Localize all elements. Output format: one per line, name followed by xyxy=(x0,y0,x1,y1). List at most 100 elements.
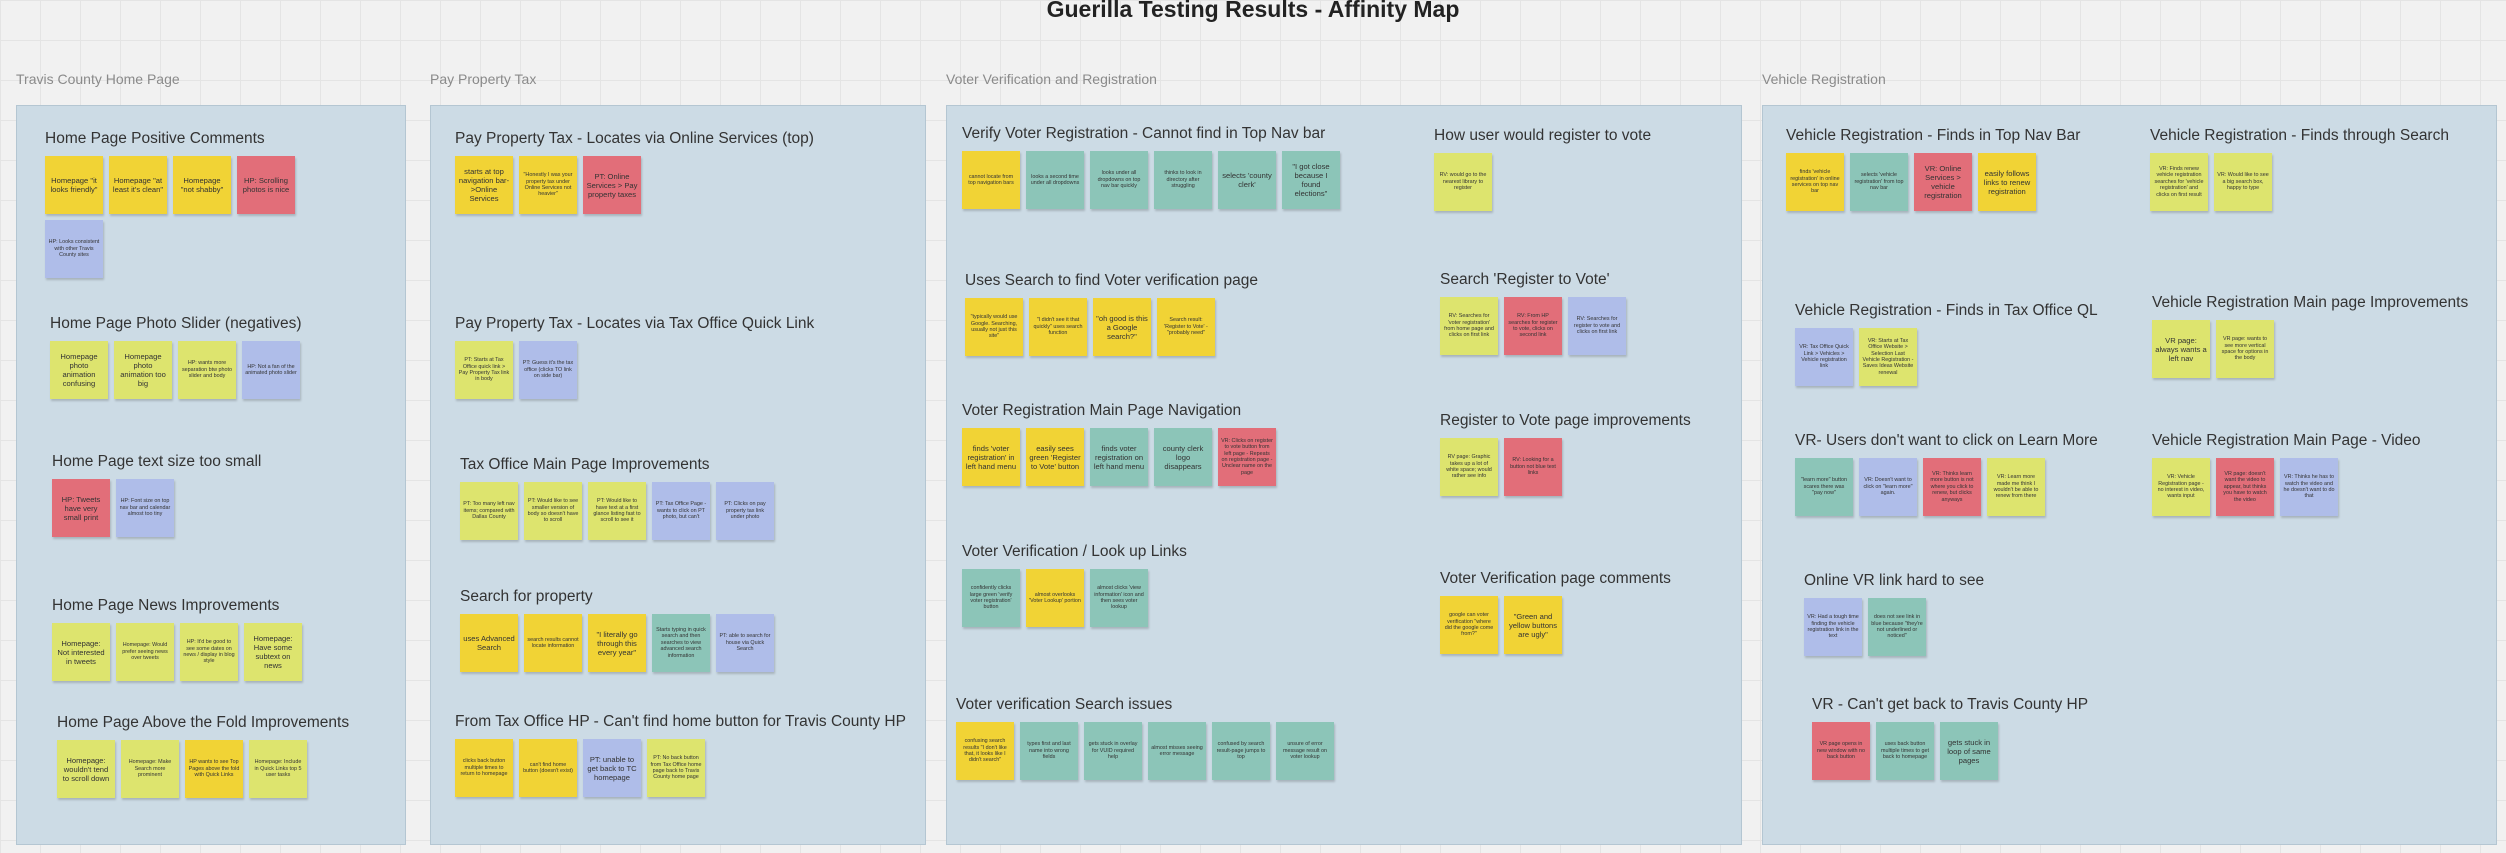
sticky-note[interactable]: Homepage "at least it's clean" xyxy=(109,156,167,214)
sticky-note[interactable]: RV: Looking for a button not blue text l… xyxy=(1504,438,1562,496)
sticky-note[interactable]: VR: Finds renew vehicle registration sea… xyxy=(2150,153,2208,211)
sticky-note[interactable]: HP: It'd be good to see some dates on ne… xyxy=(180,623,238,681)
sticky-note[interactable]: PT: Clicks on pay property tax link unde… xyxy=(716,482,774,540)
sticky-note[interactable]: PT: Guess it's the tax office (clicks TO… xyxy=(519,341,577,399)
sticky-note[interactable]: confidently clicks large green 'verify v… xyxy=(962,569,1020,627)
sticky-note[interactable]: VR: Vehicle Registration page - no inter… xyxy=(2152,458,2210,516)
sticky-note[interactable]: PT: Too many left nav items; compared wi… xyxy=(460,482,518,540)
sticky-note[interactable]: PT: Tax Office Page - wants to click on … xyxy=(652,482,710,540)
sticky-note[interactable]: almost misses seeing error message xyxy=(1148,722,1206,780)
sticky-note[interactable]: google can voter verification "where did… xyxy=(1440,596,1498,654)
sticky-note[interactable]: VR: Had a tough time finding the vehicle… xyxy=(1804,598,1862,656)
sticky-note[interactable]: gets stuck in loop of same pages xyxy=(1940,722,1998,780)
sticky-note[interactable]: PT: unable to get back to TC homepage xyxy=(583,739,641,797)
sticky-note[interactable]: Homepage: wouldn't tend to scroll down xyxy=(57,740,115,798)
sticky-note[interactable]: clicks back button multiple times to ret… xyxy=(455,739,513,797)
sticky-note[interactable]: PT: Would like to have text at a first g… xyxy=(588,482,646,540)
sticky-note[interactable]: Homepage photo animation too big xyxy=(114,341,172,399)
sticky-note[interactable]: "oh good is this a Google search?" xyxy=(1093,298,1151,356)
sticky-note[interactable]: looks a second time under all dropdowns xyxy=(1026,151,1084,209)
sticky-note[interactable]: Homepage: Not interested in tweets xyxy=(52,623,110,681)
sticky-note[interactable]: VR: Clicks on register to vote button fr… xyxy=(1218,428,1276,486)
sticky-note[interactable]: easily follows links to renew registrati… xyxy=(1978,153,2036,211)
sticky-note[interactable]: HP: Font size on top nav bar and calenda… xyxy=(116,479,174,537)
sticky-note[interactable]: almost clicks 'view information' icon an… xyxy=(1090,569,1148,627)
sticky-note[interactable]: Homepage "not shabby" xyxy=(173,156,231,214)
sticky-note[interactable]: types first and last name into wrong fie… xyxy=(1020,722,1078,780)
sticky-note[interactable]: PT: Starts at Tax Office quick link > Pa… xyxy=(455,341,513,399)
sticky-note[interactable]: finds voter registration on left hand me… xyxy=(1090,428,1148,486)
sticky-note[interactable]: Homepage: Include in Quick Links top 5 u… xyxy=(249,740,307,798)
sticky-note[interactable]: HP: Scrolling photos is nice xyxy=(237,156,295,214)
sticky-note[interactable]: Homepage: Have some subtext on news xyxy=(244,623,302,681)
sticky-note[interactable]: Search result: 'Register to Vote' - "pro… xyxy=(1157,298,1215,356)
sticky-note[interactable]: VR page: wants to see more vertical spac… xyxy=(2216,320,2274,378)
sticky-note[interactable]: VR: Tax Office Quick Link > Vehicles > V… xyxy=(1795,328,1853,386)
sticky-note[interactable]: selects 'vehicle registration' from top … xyxy=(1850,153,1908,211)
sticky-note[interactable]: RV: would go to the nearest library to r… xyxy=(1434,153,1492,211)
sticky-note-group: VR: Tax Office Quick Link > Vehicles > V… xyxy=(1795,328,2155,386)
sticky-note[interactable]: Homepage: Would prefer seeing news over … xyxy=(116,623,174,681)
sticky-note[interactable]: VR page: always wants a left nav xyxy=(2152,320,2210,378)
note-cluster: Uses Search to find Voter verification p… xyxy=(965,272,1405,356)
sticky-note[interactable]: Homepage "it looks friendly" xyxy=(45,156,103,214)
sticky-note[interactable]: RV: Searches for 'voter registration' fr… xyxy=(1440,297,1498,355)
sticky-note[interactable]: VR: Doesn't want to click on "learn more… xyxy=(1859,458,1917,516)
sticky-note[interactable]: VR page opens in new window with no back… xyxy=(1812,722,1870,780)
sticky-note[interactable]: VR: Learn more made me think I wouldn't … xyxy=(1987,458,2045,516)
sticky-note[interactable]: confused by search result-page jumps to … xyxy=(1212,722,1270,780)
cluster-title: Vehicle Registration Main page Improveme… xyxy=(2152,294,2469,311)
sticky-note[interactable]: VR: Thinks learn more button is not wher… xyxy=(1923,458,1981,516)
sticky-note[interactable]: VR: Starts at Tax Office Website > Selec… xyxy=(1859,328,1917,386)
sticky-note[interactable]: Starts typing in quick search and then s… xyxy=(652,614,710,672)
sticky-note[interactable]: does not see link in blue because "they'… xyxy=(1868,598,1926,656)
sticky-note[interactable]: uses back button multiple times to get b… xyxy=(1876,722,1934,780)
sticky-note[interactable]: Homepage photo animation confusing xyxy=(50,341,108,399)
sticky-note[interactable]: RV: Searches for register to vote and cl… xyxy=(1568,297,1626,355)
cluster-title: From Tax Office HP - Can't find home but… xyxy=(455,713,906,730)
note-cluster: Vehicle Registration - Finds in Top Nav … xyxy=(1786,127,2146,211)
sticky-note[interactable]: "I didn't see it that quickly" uses sear… xyxy=(1029,298,1087,356)
sticky-note[interactable]: "learn more" button scares there was "pa… xyxy=(1795,458,1853,516)
sticky-note[interactable]: PT: No back button from Tax Office home … xyxy=(647,739,705,797)
sticky-note[interactable]: HP: Tweets have very small print xyxy=(52,479,110,537)
sticky-note[interactable]: PT: able to search for house via Quick S… xyxy=(716,614,774,672)
sticky-note[interactable]: cannot locate from top navigation bars xyxy=(962,151,1020,209)
sticky-note[interactable]: VR: Online Services > vehicle registrati… xyxy=(1914,153,1972,211)
sticky-note[interactable]: "I literally go through this every year" xyxy=(588,614,646,672)
sticky-note[interactable]: uses Advanced Search xyxy=(460,614,518,672)
sticky-note[interactable]: PT: Would like to see smaller version of… xyxy=(524,482,582,540)
sticky-note[interactable]: "typically would use Google. Searching, … xyxy=(965,298,1023,356)
sticky-note[interactable]: easily sees green 'Register to Vote' but… xyxy=(1026,428,1084,486)
sticky-note[interactable]: search results cannot locate information xyxy=(524,614,582,672)
sticky-note[interactable]: RV page: Graphic takes up a lot of white… xyxy=(1440,438,1498,496)
sticky-note[interactable]: PT: Online Services > Pay property taxes xyxy=(583,156,641,214)
sticky-note[interactable]: "Honestly I was your property tax under … xyxy=(519,156,577,214)
sticky-note[interactable]: can't find home button (doesn't exist) xyxy=(519,739,577,797)
sticky-note[interactable]: HP: wants more separation btw photo slid… xyxy=(178,341,236,399)
sticky-note[interactable]: finds 'voter registration' in left hand … xyxy=(962,428,1020,486)
sticky-note[interactable]: "Green and yellow buttons are ugly" xyxy=(1504,596,1562,654)
sticky-note[interactable]: gets stuck in overlay for VUID required … xyxy=(1084,722,1142,780)
sticky-note[interactable]: starts at top navigation bar->Online Ser… xyxy=(455,156,513,214)
sticky-note[interactable]: unsure of error message result on voter … xyxy=(1276,722,1334,780)
note-cluster: Vehicle Registration Main page Improveme… xyxy=(2152,294,2472,378)
sticky-note[interactable]: looks under all dropdowns on top nav bar… xyxy=(1090,151,1148,209)
sticky-note[interactable]: VR: Thinks he has to watch the video and… xyxy=(2280,458,2338,516)
sticky-note[interactable]: VR: Would like to see a big search box, … xyxy=(2214,153,2272,211)
sticky-note[interactable]: VR page: doesn't want the video to appea… xyxy=(2216,458,2274,516)
sticky-note[interactable]: county clerk logo disappears xyxy=(1154,428,1212,486)
sticky-note[interactable]: thinks to look in directory after strugg… xyxy=(1154,151,1212,209)
sticky-note[interactable]: selects 'county clerk' xyxy=(1218,151,1276,209)
sticky-note[interactable]: finds 'vehicle registration' in online s… xyxy=(1786,153,1844,211)
sticky-note-group: confidently clicks large green 'verify v… xyxy=(962,569,1402,627)
sticky-note[interactable]: HP: Looks consistent with other Travis C… xyxy=(45,220,103,278)
sticky-note[interactable]: almost overlooks 'Voter Lookup' portion xyxy=(1026,569,1084,627)
sticky-note[interactable]: Homepage: Make Search more prominent xyxy=(121,740,179,798)
sticky-note[interactable]: RV: From HP searches for register to vot… xyxy=(1504,297,1562,355)
sticky-note[interactable]: confusing search results "I don't like t… xyxy=(956,722,1014,780)
sticky-note[interactable]: "I got close because I found elections" xyxy=(1282,151,1340,209)
sticky-note[interactable]: HP: Not a fan of the animated photo slid… xyxy=(242,341,300,399)
sticky-note[interactable]: HP wants to see Top Pages above the fold… xyxy=(185,740,243,798)
